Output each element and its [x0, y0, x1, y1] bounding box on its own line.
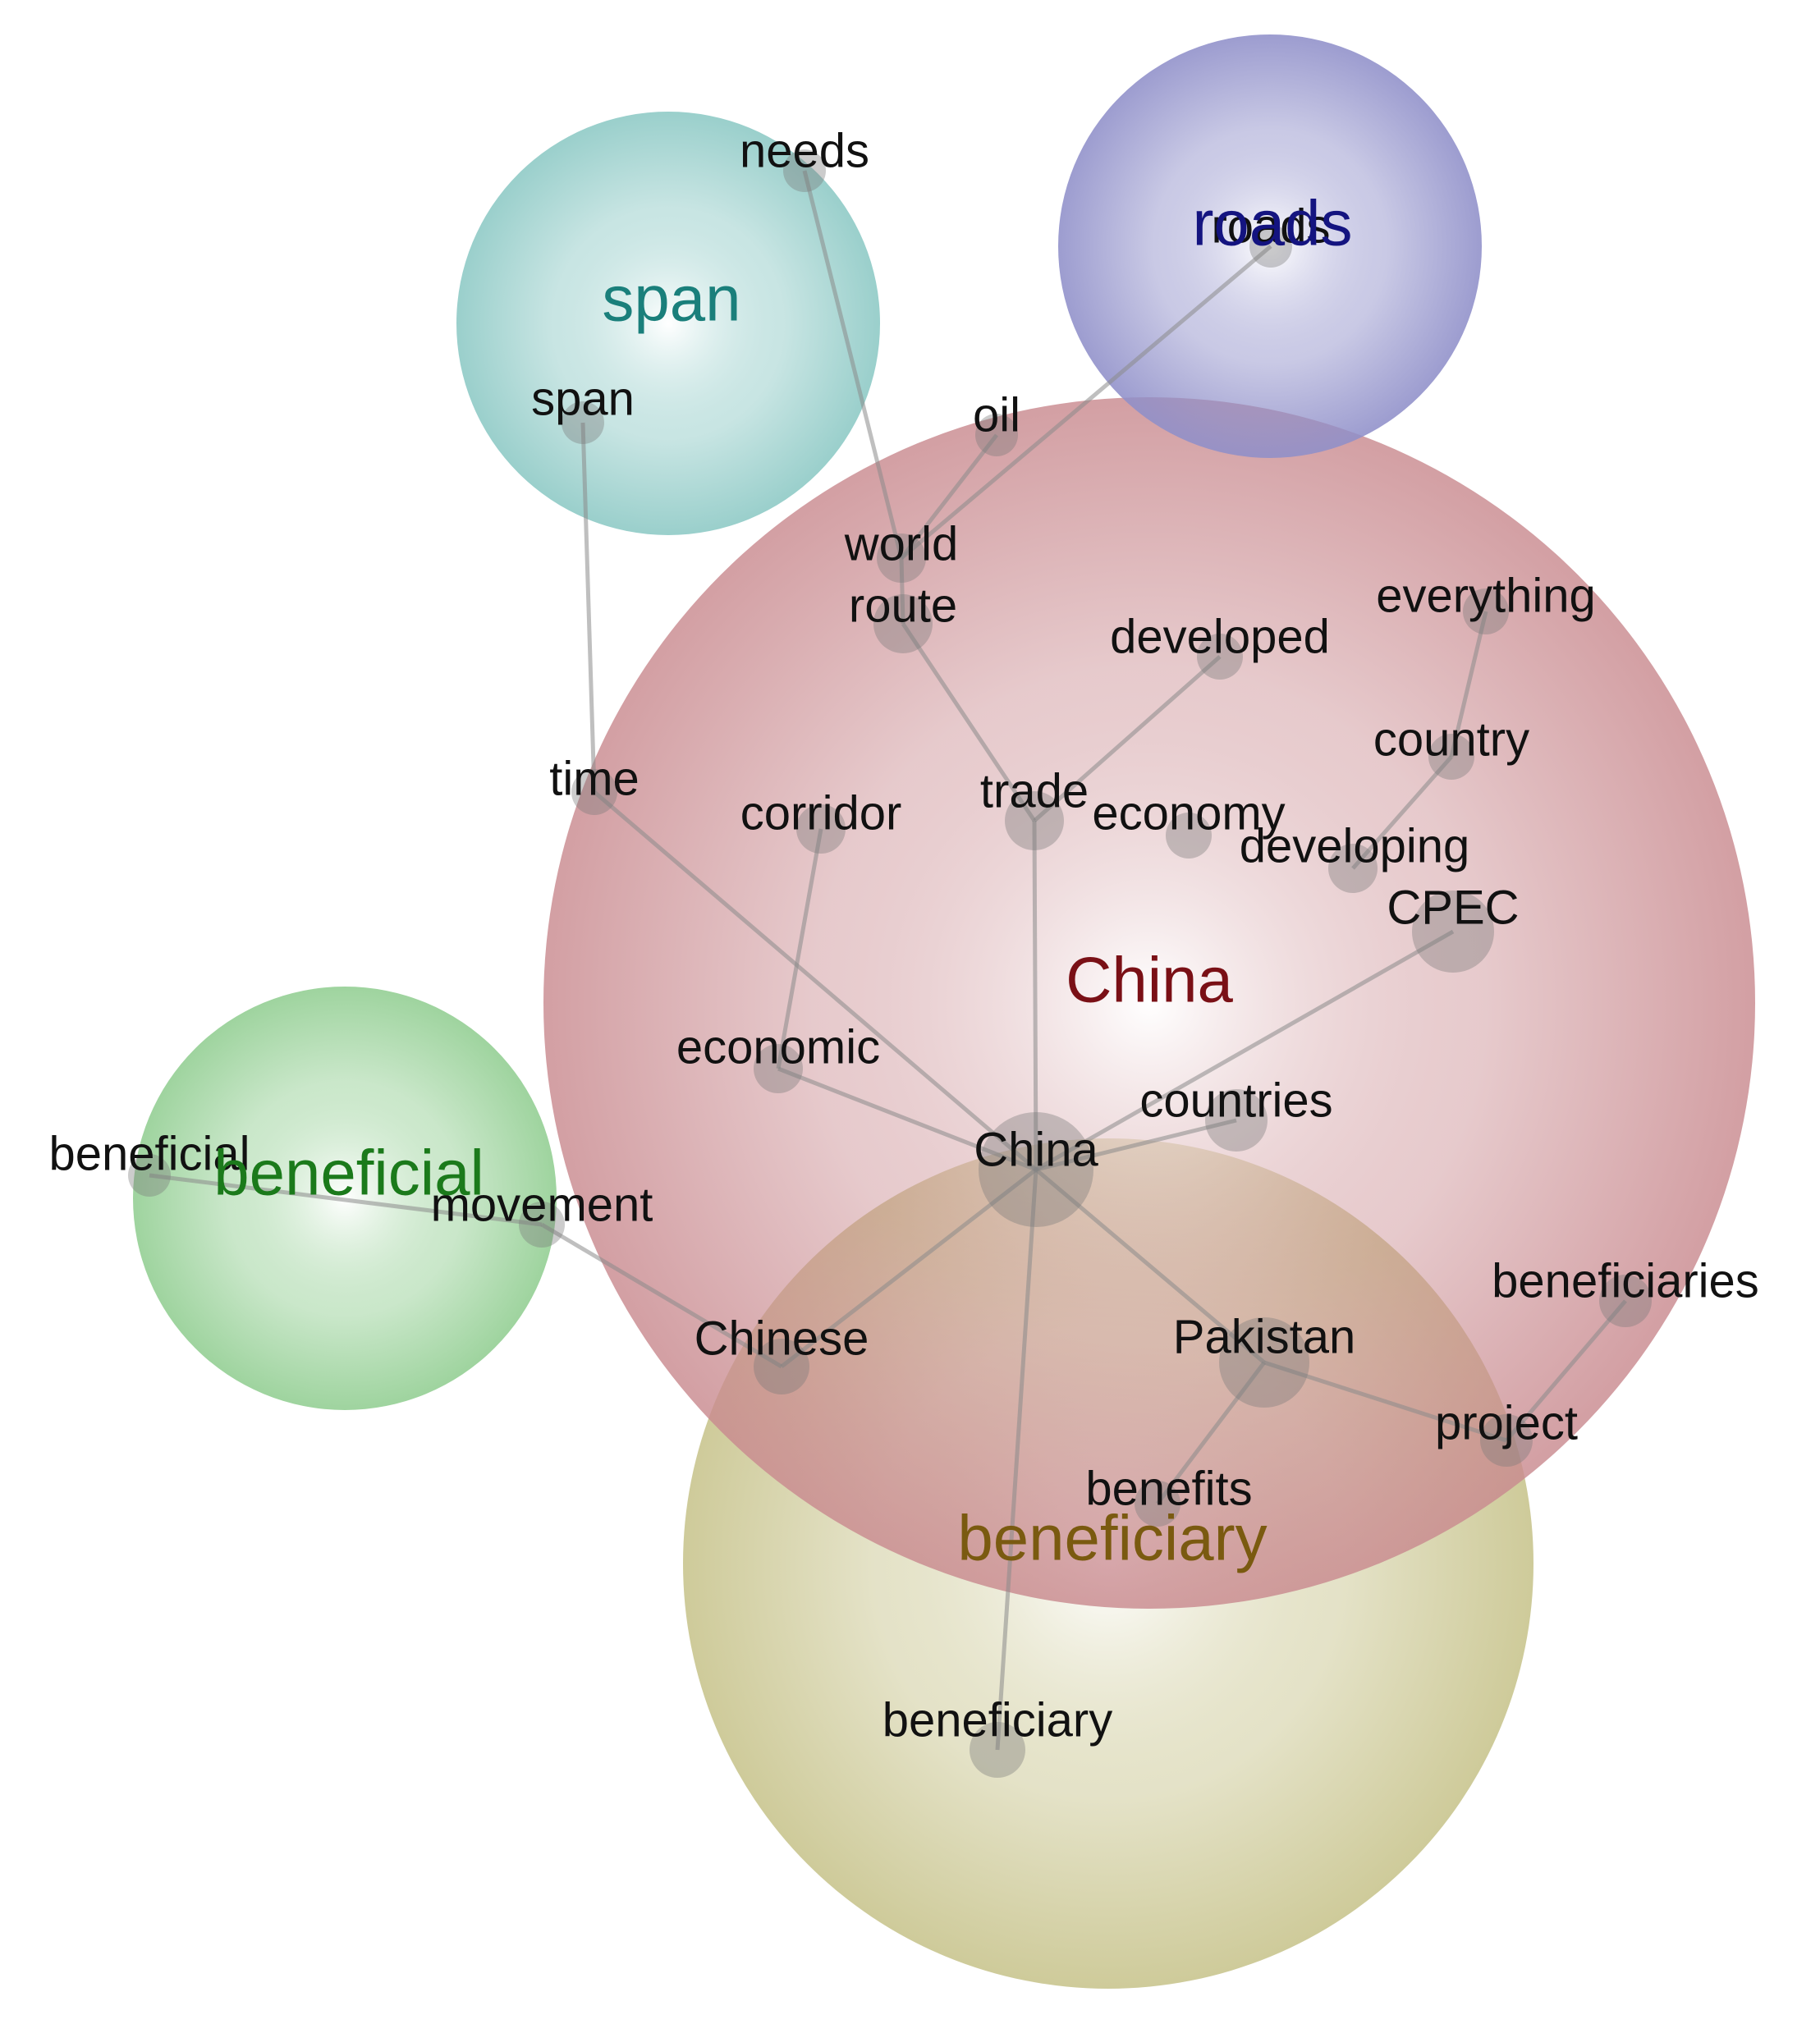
node-roads-label: roads — [1211, 199, 1330, 253]
edge-needs-world — [802, 170, 904, 559]
node-project-label: project — [1435, 1396, 1578, 1449]
node-trade-dot — [1005, 791, 1064, 850]
node-corridor-dot — [796, 804, 846, 854]
node-everything-dot — [1463, 588, 1509, 634]
node-needs-label: needs — [740, 124, 869, 177]
node-beneficiary-label: beneficiary — [882, 1693, 1112, 1747]
node-world-dot — [877, 533, 926, 583]
edge-layer — [149, 170, 1627, 1751]
edge-trade-China — [1032, 820, 1038, 1170]
node-economy-dot — [1166, 813, 1212, 859]
node-Chinese-dot — [754, 1339, 809, 1394]
node-movement-dot — [519, 1202, 565, 1248]
edge-route-trade — [901, 622, 1037, 822]
node-oil-dot — [975, 414, 1018, 456]
node-Pakistan-label: Pakistan — [1173, 1310, 1355, 1363]
edge-Pakistan-benefits — [1156, 1361, 1266, 1505]
cluster-span-bubble — [456, 112, 880, 535]
edge-world-route — [899, 557, 905, 625]
edge-China-CPEC — [1034, 929, 1455, 1172]
edge-Pakistan-project — [1263, 1360, 1507, 1443]
cluster-china-label: China — [1066, 944, 1233, 1016]
node-economic-label: economic — [676, 1020, 880, 1074]
node-time-label: time — [549, 752, 640, 805]
node-route-dot — [873, 594, 933, 653]
node-roads-dot — [1249, 225, 1292, 268]
node-benefits-label: benefits — [1085, 1462, 1252, 1515]
edge-China-beneficiary — [995, 1169, 1038, 1751]
node-developed-label: developed — [1110, 610, 1330, 663]
node-countries-dot — [1205, 1089, 1268, 1152]
node-economy-label: economy — [1092, 786, 1285, 840]
node-everything-label: everything — [1376, 569, 1596, 622]
cluster-layer — [133, 34, 1755, 1989]
cluster-span-label: span — [602, 263, 740, 335]
node-country-label: country — [1373, 712, 1529, 766]
node-benefits-dot — [1135, 1481, 1180, 1527]
edge-oil-world — [900, 433, 998, 560]
cluster-label-layer: China beneficiary span roads beneficial — [213, 187, 1352, 1574]
cluster-china-bubble — [543, 397, 1755, 1609]
node-trade-label: trade — [980, 764, 1089, 817]
node-world-label: world — [844, 517, 959, 570]
cluster-beneficiary-label: beneficiary — [957, 1502, 1267, 1574]
node-needs-dot — [783, 149, 826, 192]
edge-economic-China — [777, 1066, 1037, 1172]
node-CPEC-label: CPEC — [1387, 881, 1519, 934]
edge-beneficiaries-project — [1505, 1299, 1627, 1442]
edge-roads-world — [900, 245, 1272, 560]
cluster-beneficial-label: beneficial — [213, 1137, 484, 1209]
node-beneficiary-dot — [970, 1722, 1025, 1778]
node-project-dot — [1480, 1414, 1533, 1467]
node-movement-label: movement — [431, 1178, 653, 1231]
edge-China-countries — [1035, 1118, 1237, 1172]
edge-everything-country — [1449, 611, 1488, 758]
edge-time-China — [593, 790, 1038, 1171]
cluster-roads-label: roads — [1192, 187, 1352, 259]
edge-developed-trade — [1033, 655, 1222, 822]
node-route-label: route — [849, 579, 957, 632]
edge-country-developing — [1351, 755, 1453, 870]
node-developed-dot — [1197, 634, 1243, 680]
node-China-dot — [979, 1112, 1093, 1227]
node-beneficiaries-dot — [1599, 1275, 1652, 1327]
node-China-label: China — [974, 1123, 1098, 1176]
edge-span-time — [580, 422, 597, 793]
node-countries-label: countries — [1139, 1074, 1332, 1127]
node-span-dot — [562, 401, 604, 444]
edge-beneficial-movement — [149, 1173, 543, 1227]
edge-China-Chinese — [780, 1168, 1038, 1368]
node-developing-dot — [1328, 844, 1378, 893]
node-Pakistan-dot — [1219, 1317, 1309, 1408]
node-oil-label: oil — [973, 388, 1020, 442]
node-corridor-label: corridor — [740, 786, 902, 840]
node-span-label: span — [531, 372, 635, 425]
node-CPEC-dot — [1412, 891, 1494, 973]
node-Chinese-label: Chinese — [695, 1312, 869, 1365]
node-beneficial-label: beneficial — [48, 1127, 250, 1180]
edge-movement-Chinese — [540, 1222, 783, 1369]
node-time-dot — [571, 769, 617, 815]
node-beneficiaries-label: beneficiaries — [1492, 1254, 1759, 1307]
edge-China-Pakistan — [1034, 1168, 1266, 1364]
node-country-dot — [1428, 734, 1474, 780]
node-layer: needs roads span oil world route everything dev… — [48, 124, 1759, 1778]
edge-corridor-economic — [776, 828, 823, 1069]
node-economic-dot — [754, 1044, 803, 1093]
node-developing-label: developing — [1240, 819, 1470, 872]
node-beneficial-dot — [128, 1154, 171, 1197]
